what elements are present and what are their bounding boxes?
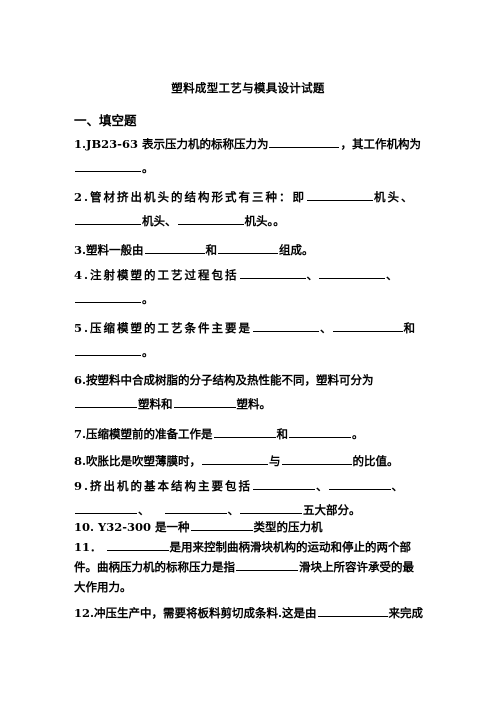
question-8: 8.吹胀比是吹塑薄膜时，与的比值。 bbox=[74, 452, 399, 468]
answer-blank bbox=[328, 477, 391, 490]
section-heading: 一、填空题 bbox=[74, 113, 137, 128]
answer-blank bbox=[75, 395, 137, 408]
answer-blank bbox=[75, 290, 141, 303]
answer-blank bbox=[173, 395, 236, 408]
answer-blank bbox=[106, 538, 169, 551]
question-12: 12.冲压生产中，需要将板料剪切成条料.这是由来完成 bbox=[74, 604, 424, 620]
answer-blank bbox=[218, 241, 279, 254]
answer-blank bbox=[75, 343, 141, 356]
document-title: 塑料成型工艺与模具设计试题 bbox=[171, 81, 325, 95]
question-3: 3.塑料一般由和组成。 bbox=[74, 241, 314, 257]
answer-blank bbox=[307, 188, 374, 201]
question-9: 9.挤出机的基本结构主要包括、、 、、五大部分。 bbox=[74, 477, 404, 517]
answer-blank bbox=[269, 135, 340, 148]
question-7: 7.压缩模塑前的准备工作是和。 bbox=[74, 425, 364, 441]
answer-blank bbox=[190, 518, 253, 531]
answer-blank bbox=[236, 558, 298, 571]
answer-blank bbox=[253, 319, 320, 332]
answer-blank bbox=[75, 159, 141, 172]
answer-blank bbox=[213, 425, 276, 438]
answer-blank bbox=[332, 319, 403, 332]
answer-blank bbox=[240, 501, 302, 514]
question-11: 11．是用来控制曲柄滑块机构的运动和停止的两个部 件。曲柄压力机的标称压力是指滑… bbox=[74, 538, 414, 594]
answer-blank bbox=[239, 266, 306, 279]
answer-blank bbox=[253, 477, 316, 490]
question-5: 5.压缩模塑的工艺条件主要是、和 。 bbox=[74, 319, 416, 359]
question-10: 10. Y32-300 是一种类型的压力机 bbox=[74, 518, 323, 534]
question-1: 1.JB23-63 表示压力机的标称压力为，其工作机构为 。 bbox=[74, 135, 421, 175]
question-6: 6.按塑料中合成树脂的分子结构及热性能不同，塑料可分为 塑料和塑料。 bbox=[74, 373, 374, 411]
answer-blank bbox=[319, 266, 386, 279]
answer-blank bbox=[75, 212, 141, 225]
answer-blank bbox=[144, 241, 205, 254]
answer-blank bbox=[75, 501, 137, 514]
answer-blank bbox=[281, 452, 352, 465]
answer-blank bbox=[317, 604, 388, 617]
question-2: 2.管材挤出机头的结构形式有三种：即机头、 机头、机头。。 bbox=[74, 188, 415, 228]
answer-blank bbox=[289, 425, 352, 438]
answer-blank bbox=[164, 501, 227, 514]
answer-blank bbox=[177, 212, 244, 225]
answer-blank bbox=[202, 452, 269, 465]
question-4: 4.注射模塑的工艺过程包括、、 。 bbox=[74, 266, 398, 306]
